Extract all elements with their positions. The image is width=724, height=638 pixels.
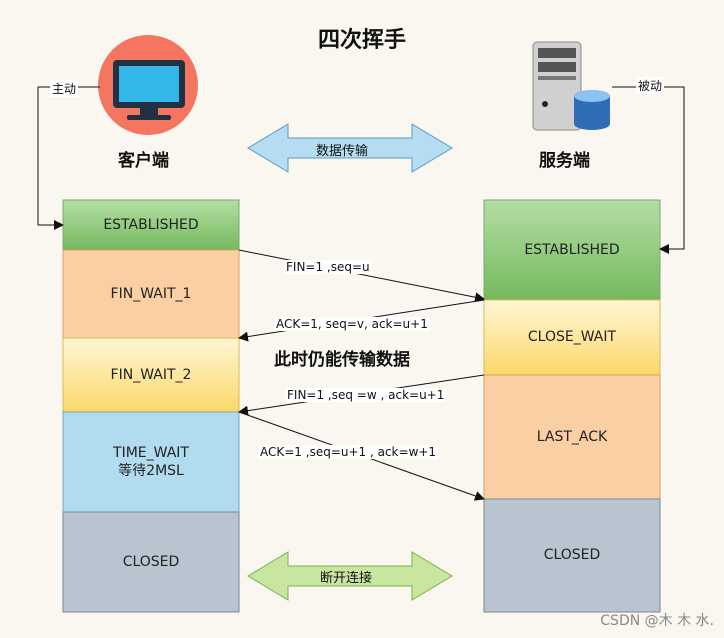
client-label: 客户端	[118, 151, 169, 171]
client-state-closed: CLOSED	[122, 553, 180, 570]
watermark: CSDN @木 木 水.	[600, 613, 714, 629]
server-state-established: ESTABLISHED	[524, 241, 620, 258]
server-icon	[532, 41, 610, 131]
disconnect-arrow	[247, 551, 453, 601]
server-label: 服务端	[539, 151, 590, 171]
client-state-time-wait-label: TIME_WAIT	[113, 444, 189, 461]
client-state-established-box	[62, 199, 240, 251]
still-transfer-note: 此时仍能传输数据	[274, 350, 410, 370]
client-monitor-icon	[98, 35, 198, 135]
server-state-closed: CLOSED	[543, 547, 601, 564]
server-state-last-ack: LAST_ACK	[536, 428, 608, 445]
client-state-fin-wait-2-box	[62, 337, 240, 413]
message-label-4: ACK=1 ,seq=u+1 , ack=w+1	[258, 445, 439, 459]
data-transfer-arrow	[247, 123, 453, 173]
data-transfer-label: 数据传输	[316, 144, 369, 159]
server-role-label: 被动	[636, 77, 665, 94]
client-state-fin-wait-1: FIN_WAIT_1	[110, 285, 192, 302]
client-state-established: ESTABLISHED	[103, 216, 199, 233]
message-label-2: ACK=1, seq=v, ack=u+1	[274, 317, 430, 331]
server-state-close-wait: CLOSE_WAIT	[527, 329, 617, 346]
client-state-closed-box	[62, 511, 240, 613]
client-state-time-wait: TIME_WAIT 等待2MSL	[63, 412, 239, 512]
client-state-wait-2msl-label: 等待2MSL	[118, 463, 184, 479]
message-arrow-1	[238, 249, 485, 303]
server-state-last-ack-box	[483, 374, 661, 500]
server-state-established-box	[483, 199, 661, 301]
server-state-closed-box	[483, 498, 661, 613]
client-state-fin-wait-2: FIN_WAIT_2	[110, 366, 192, 383]
page-title: 四次挥手	[317, 28, 406, 53]
disconnect-label: 断开连接	[320, 571, 373, 586]
client-state-time-wait-box	[62, 411, 240, 513]
client-state-fin-wait-1-box	[62, 249, 240, 339]
client-role-label: 主动	[50, 80, 79, 97]
message-label-1: FIN=1 ,seq=u	[284, 260, 372, 274]
message-label-3: FIN=1 ,seq =w , ack=u+1	[285, 388, 447, 402]
